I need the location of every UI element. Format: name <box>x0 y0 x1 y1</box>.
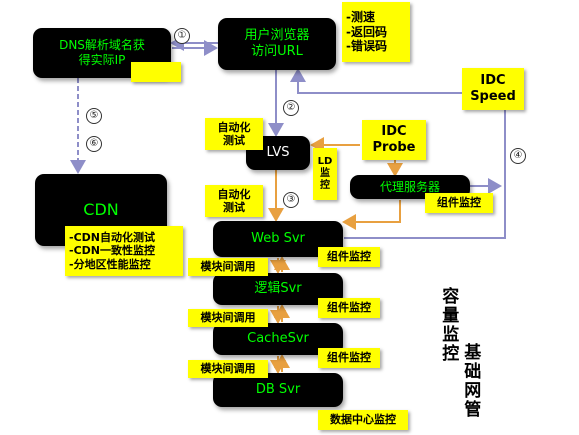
db-svr-node: DB Svr <box>213 373 343 407</box>
component-monitor-cache-label: 组件监控 <box>318 348 380 368</box>
step-marker-1: ① <box>174 28 190 44</box>
step-marker-6: ⑥ <box>86 136 102 152</box>
cdn-monitor-label: -CDN自动化测试 -CDN一致性监控 -分地区性能监控 <box>65 226 183 276</box>
speed-checks-label: -测速 -返回码 -错误码 <box>342 2 410 62</box>
auto-test-label-lvs: 自动化 测试 <box>205 118 263 150</box>
idc-probe-label: IDC Probe <box>362 120 426 160</box>
step-marker-4: ④ <box>510 148 526 164</box>
inter-module-call-label-2: 模块间调用 <box>188 309 268 327</box>
step-marker-2: ② <box>283 100 299 116</box>
component-monitor-web-label: 组件监控 <box>318 247 380 267</box>
component-monitor-logic-label: 组件监控 <box>318 298 380 318</box>
user-browser-node: 用户浏览器 访问URL <box>218 18 336 70</box>
arrow-proxy-to-web <box>342 200 401 230</box>
idc-speed-label: IDC Speed <box>462 68 524 110</box>
inter-module-call-label-3: 模块间调用 <box>188 360 268 378</box>
step-marker-3: ③ <box>283 192 299 208</box>
step-marker-5: ⑤ <box>86 108 102 124</box>
ld-monitor-label: LD 监 控 <box>313 148 337 200</box>
capacity-monitor-label: 容量监控 <box>438 287 459 363</box>
ldns-label <box>131 62 181 82</box>
datacenter-monitor-label: 数据中心监控 <box>318 410 408 430</box>
infra-network-label: 基础网管 <box>460 343 481 419</box>
component-monitor-proxy-label: 组件监控 <box>425 193 493 213</box>
inter-module-call-label-1: 模块间调用 <box>188 258 268 276</box>
auto-test-label-web: 自动化 测试 <box>205 185 263 217</box>
